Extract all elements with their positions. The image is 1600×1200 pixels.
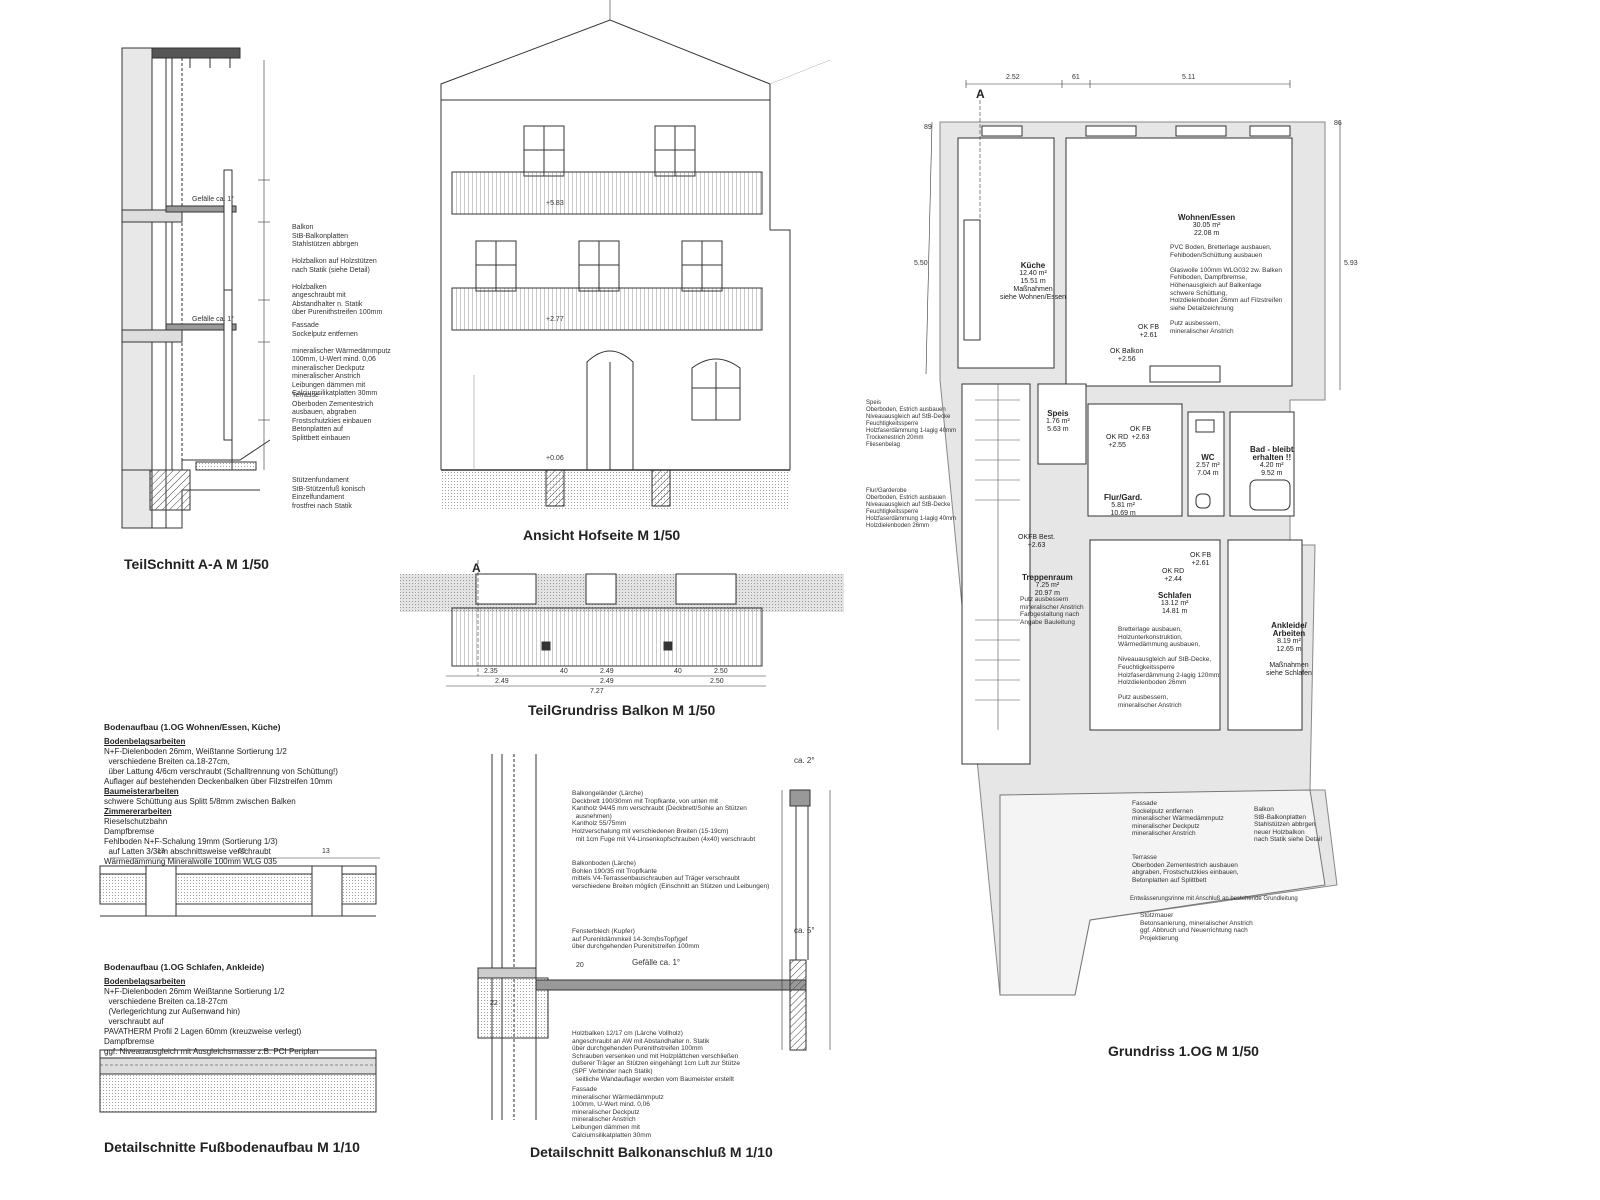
tgr-dim-4: 40 (674, 668, 682, 675)
note-fassade: Fassade Sockelputz entfernen mineralisch… (292, 322, 391, 397)
fb-dim-1: 13 (157, 848, 165, 855)
teilschnitt-title: TeilSchnitt A-A M 1/50 (124, 556, 269, 572)
gr-dim-top-3: 5.11 (1182, 74, 1196, 81)
level-ok-rd-schlafen: OK RD +2.44 (1162, 568, 1185, 583)
ba-dim-20: 20 (576, 962, 584, 969)
svg-text:A: A (472, 561, 481, 575)
level-ground: +0.06 (546, 455, 564, 462)
flur-note: Flur/Garderobe Oberboden, Estrich ausbau… (866, 488, 957, 529)
level-ok-schlafen: OK FB +2.61 (1190, 552, 1212, 567)
balkonanschluss-drawing (477, 754, 831, 1120)
level-okfb-best: OKFB Best. +2.63 (1018, 534, 1055, 549)
fb-dim-3: 13 (322, 848, 330, 855)
ansicht-drawing (440, 0, 831, 510)
tgr-dim-1: 2.35 (484, 668, 498, 675)
room-bad: Bad - bleibt erhalten !!4.20 m² 9.52 m (1250, 445, 1294, 478)
speis-note: Speis Oberboden, Estrich ausbauen Niveau… (866, 400, 957, 448)
tgr-dim-3: 2.49 (600, 668, 614, 675)
gr-note-stuetzmauer: Stützmauer Betonsanierung, mineralischer… (1140, 912, 1253, 942)
svg-text:A: A (976, 87, 985, 101)
level-top: +5.83 (546, 200, 564, 207)
ba-ca2: ca. 2° (794, 756, 815, 765)
fb-dim-2: 65 (238, 848, 246, 855)
tgr-dim-b2: 2.49 (600, 678, 614, 685)
fussboden-block-2: Bodenaufbau (1.OG Schlafen, Ankleide)Bod… (104, 962, 319, 1056)
wohnen-notes: PVC Boden, Bretterlage ausbauen, Fehlbod… (1170, 244, 1283, 335)
note-terrasse: Terrasse Oberboden Zementestrich ausbaue… (292, 392, 374, 442)
gr-note-fassade: Fassade Sockelputz entfernen mineralisch… (1132, 800, 1224, 838)
gr-dim-top-1: 2.52 (1006, 74, 1020, 81)
grundriss-drawing: A (925, 80, 1341, 996)
gr-dim-top-left: 89 (924, 124, 932, 131)
gr-dim-left: 5.50 (914, 260, 928, 267)
tgr-dim-b1: 2.49 (495, 678, 509, 685)
note-gefaelle-2: Gefälle ca. 1° (192, 316, 235, 323)
level-mid: +2.77 (546, 316, 564, 323)
level-ok-balkon: OK Balkon +2.56 (1110, 348, 1144, 363)
room-flur: Flur/Gard.5.81 m² 10.69 m (1104, 493, 1143, 518)
tgr-dim-2: 40 (560, 668, 568, 675)
ba-note-5: Fassade mineralischer Wärmedämmputz 100m… (572, 1086, 664, 1139)
ansicht-title: Ansicht Hofseite M 1/50 (523, 527, 681, 543)
teilschnitt-drawing (121, 47, 271, 529)
gr-dim-top-right: 86 (1334, 120, 1342, 127)
gr-dim-top-2: 61 (1072, 74, 1080, 81)
schlafen-notes: Bretterlage ausbauen, Holzunterkonstrukt… (1118, 626, 1220, 709)
note-gefaelle-1: Gefälle ca. 1° (192, 196, 235, 203)
ba-note-1: Balkongeländer (Lärche) Deckbrett 190/30… (572, 790, 756, 843)
teilgrundriss-title: TeilGrundriss Balkon M 1/50 (528, 702, 716, 718)
fussboden-title: Detailschnitte Fußbodenaufbau M 1/10 (104, 1139, 360, 1155)
gr-dim-right: 5.93 (1344, 260, 1358, 267)
level-ok-fb-flur: OK FB +2.63 (1130, 426, 1152, 441)
ba-ca5: ca. 5° (794, 926, 815, 935)
tgr-dim-b3: 2.50 (710, 678, 724, 685)
tgr-dim-5: 2.50 (714, 668, 728, 675)
ba-dim-22: 22 (490, 1000, 498, 1007)
grundriss-title: Grundriss 1.OG M 1/50 (1108, 1043, 1259, 1059)
balkonanschluss-title: Detailschnitt Balkonanschluß M 1/10 (530, 1144, 773, 1160)
ba-note-4: Holzbalken 12/17 cm (Lärche Vollholz) an… (572, 1030, 741, 1083)
fussboden-block-1: Bodenaufbau (1.OG Wohnen/Essen, Küche)Bo… (104, 722, 338, 866)
ba-note-3: Fensterblech (Kupfer) auf Purenitdämmkei… (572, 928, 700, 951)
level-ok-fb-wohnen: OK FB +2.61 (1138, 324, 1160, 339)
fussboden-drawing (99, 857, 380, 1113)
ba-gefaelle: Gefälle ca. 1° (632, 958, 681, 967)
note-balkon: Balkon StB-Balkonplatten Stahlstützen ab… (292, 224, 383, 316)
gr-note-balkon: Balkon StB-Balkonplatten Stahlstützen ab… (1254, 806, 1322, 844)
tgr-dim-total: 7.27 (590, 688, 604, 695)
gr-note-entwaesserung: Entwässerungsrinne mit Anschluß an beste… (1130, 896, 1298, 902)
level-ok-rd: OK RD +2.55 (1106, 434, 1129, 449)
note-stuetzen: Stützenfundament StB-Stützenfuß konisch … (292, 477, 366, 510)
ba-note-2: Balkonboden (Lärche) Bohlen 190/35 mit T… (572, 860, 770, 890)
teilgrundriss-drawing: A (400, 560, 844, 687)
treppen-notes: Putz ausbessern mineralischer Anstrich F… (1020, 596, 1084, 626)
gr-note-terrasse: Terrasse Oberboden Zementestrich ausbaue… (1132, 854, 1239, 884)
